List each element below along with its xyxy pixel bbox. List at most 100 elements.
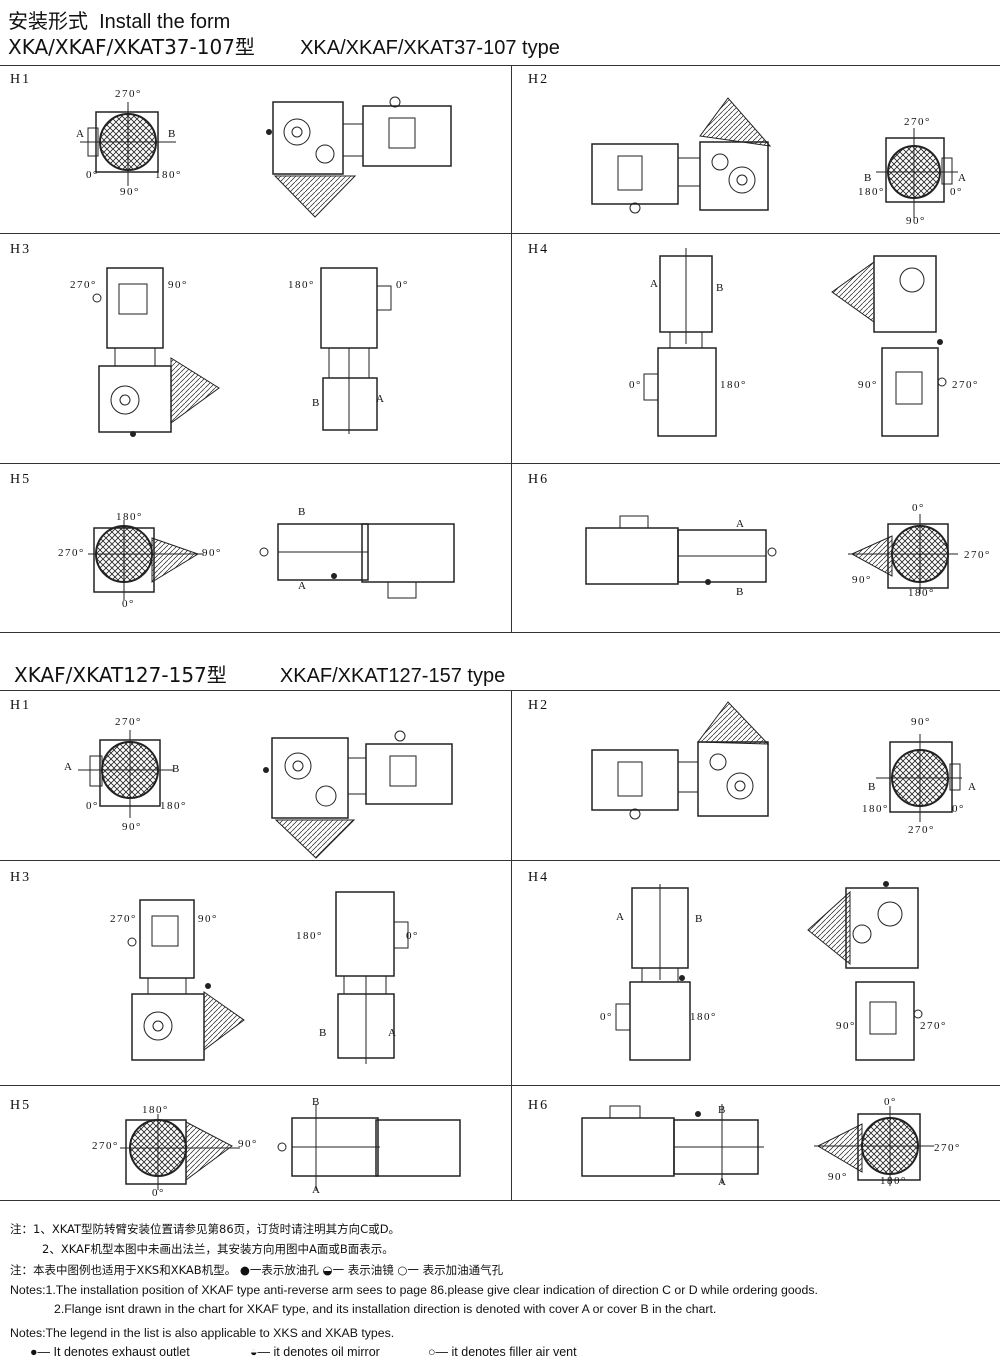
face-label: A: [64, 761, 72, 773]
face-label: B: [312, 397, 320, 409]
face-label: B: [718, 1104, 726, 1116]
note-cn-1: 注：1、XKAT型防转臂安装位置请参见第86页，订货时请注明其方向C或D。: [10, 1222, 401, 1236]
gear-motor-vertical-view: [92, 267, 220, 437]
angle-label: 90°: [238, 1138, 258, 1150]
face-label: A: [958, 172, 966, 184]
gear-end-view: [88, 520, 204, 600]
angle-label: 270°: [110, 913, 137, 925]
angle-label: 270°: [92, 1140, 119, 1152]
cell-label-h1: H1: [10, 698, 32, 713]
gear-end-view: [80, 102, 176, 186]
angle-label: 0°: [912, 502, 925, 514]
face-label: A: [312, 1184, 320, 1196]
gear-motor-top-view: [259, 523, 455, 599]
note-cn-2: 2、XKAF机型本图中未画出法兰，其安装方向用图中A面或B面表示。: [42, 1242, 394, 1256]
cell-label-h4: H4: [528, 870, 550, 885]
cell-label-h4: H4: [528, 242, 550, 257]
face-label: A: [388, 1027, 396, 1039]
cell-label-h5: H5: [10, 472, 32, 487]
grid-line: [0, 1085, 1000, 1086]
gear-motor-top-view: [585, 515, 777, 585]
angle-label: 180°: [116, 511, 143, 523]
cell-label-h3: H3: [10, 870, 32, 885]
angle-label: 0°: [600, 1011, 613, 1023]
angle-label: 180°: [296, 930, 323, 942]
cell-label-h2: H2: [528, 72, 550, 87]
angle-label: 0°: [952, 803, 965, 815]
angle-label: 180°: [142, 1104, 169, 1116]
model-en: XKAF/XKAT127-157 type: [279, 665, 506, 687]
angle-label: 90°: [198, 913, 218, 925]
note-en-1: Notes:1.The installation position of XKA…: [10, 1283, 818, 1297]
cell-label-h5: H5: [10, 1098, 32, 1113]
section1-heading: 安装形式 Install the form: [8, 10, 230, 33]
note-cn-3: 注：本表中图例也适用于XKS和XKAB机型。 ●一表示放油孔 ◒一 表示油镜 ○…: [10, 1263, 504, 1277]
angle-label: 180°: [288, 279, 315, 291]
heading-cn: 安装形式: [8, 9, 88, 33]
angle-label: 180°: [690, 1011, 717, 1023]
face-label: A: [718, 1176, 726, 1188]
section2-model-title: XKAF/XKAT127-157型 XKAF/XKAT127-157 type: [14, 664, 505, 687]
angle-label: 180°: [908, 587, 935, 599]
gear-end-view: [876, 128, 958, 218]
face-label: A: [298, 580, 306, 592]
gear-motor-vertical-view: [807, 881, 923, 1061]
grid-line: [511, 65, 512, 632]
model-en: XKA/XKAF/XKAT37-107 type: [300, 37, 560, 59]
heading-en: Install the form: [99, 11, 231, 33]
note-en-2: 2.Flange isnt drawn in the chart for XKA…: [54, 1302, 717, 1316]
angle-label: 270°: [904, 116, 931, 128]
model-cn: XKA/XKAF/XKAT37-107型: [8, 35, 255, 59]
cell-label-h1: H1: [10, 72, 32, 87]
cell-label-h6: H6: [528, 1098, 550, 1113]
gear-motor-top-view: [581, 1104, 764, 1184]
face-label: B: [172, 763, 180, 775]
grid-line: [511, 690, 512, 1200]
gear-motor-side-view: [266, 96, 452, 218]
face-label: B: [298, 506, 306, 518]
face-label: B: [868, 781, 876, 793]
angle-label: 0°: [86, 169, 99, 181]
angle-label: 180°: [160, 800, 187, 812]
angle-label: 180°: [155, 169, 182, 181]
angle-label: 0°: [406, 930, 419, 942]
angle-label: 0°: [950, 186, 963, 198]
angle-label: 180°: [858, 186, 885, 198]
legend-filler-air-vent: ○— it denotes filler air vent: [428, 1345, 577, 1359]
grid-line: [0, 1200, 1000, 1201]
angle-label: 270°: [115, 716, 142, 728]
face-label: A: [650, 278, 658, 290]
angle-label: 0°: [122, 598, 135, 610]
gear-motor-vertical-view: [320, 267, 392, 434]
face-label: A: [736, 518, 744, 530]
angle-label: 270°: [934, 1142, 961, 1154]
legend-oil-mirror: ◒— it denotes oil mirror: [250, 1345, 380, 1359]
face-label: A: [968, 781, 976, 793]
angle-label: 0°: [629, 379, 642, 391]
grid-line: [0, 632, 1000, 633]
angle-label: 270°: [952, 379, 979, 391]
angle-label: 90°: [828, 1171, 848, 1183]
angle-label: 0°: [152, 1187, 165, 1199]
grid-line: [0, 463, 1000, 464]
angle-label: 0°: [396, 279, 409, 291]
gear-end-view: [848, 514, 958, 594]
face-label: B: [319, 1027, 327, 1039]
angle-label: 180°: [880, 1175, 907, 1187]
angle-label: 180°: [862, 803, 889, 815]
note-en-3: Notes:The legend in the list is also app…: [10, 1326, 395, 1340]
face-label: B: [168, 128, 176, 140]
face-label: B: [736, 586, 744, 598]
legend-exhaust-outlet: ●— It denotes exhaust outlet: [30, 1345, 190, 1359]
gear-motor-vertical-view: [335, 891, 409, 1064]
grid-line: [0, 233, 1000, 234]
grid-line: [0, 65, 1000, 66]
angle-label: 270°: [70, 279, 97, 291]
gear-motor-side-view: [263, 730, 453, 859]
gear-motor-vertical-view: [615, 884, 691, 1061]
angle-label: 90°: [202, 547, 222, 559]
angle-label: 90°: [120, 186, 140, 198]
angle-label: 180°: [720, 379, 747, 391]
angle-label: 90°: [906, 215, 926, 227]
gear-end-view: [876, 734, 962, 822]
